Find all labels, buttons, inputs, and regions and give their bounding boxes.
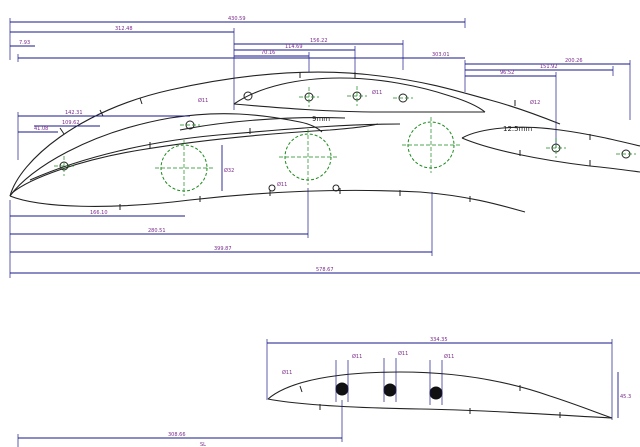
dim-bottom-2: 280.51 xyxy=(148,228,166,234)
slot-note-main: 9mm xyxy=(312,115,330,123)
small-hole-3 xyxy=(243,91,253,101)
dim-bottom-1: 166.10 xyxy=(90,210,108,216)
small-airfoil-hole-label-2: Ø11 xyxy=(398,350,408,357)
top-dimensions: 430.59 312.48 7.93 156.22 114.69 70.16 3… xyxy=(9,16,631,148)
dim-bottom-4: 578.67 xyxy=(316,267,334,273)
small-airfoil-hole-3 xyxy=(429,386,443,400)
dim-top-10: 96.52 xyxy=(500,70,514,76)
small-airfoil-hole-2 xyxy=(383,383,397,397)
small-airfoil-height: 45.3 xyxy=(620,394,631,400)
holes: Ø32 Ø11 Ø11 Ø11 Ø12 xyxy=(54,86,636,196)
small-airfoil-bottom-dim: 308.66 xyxy=(168,432,186,438)
dim-top-9: 151.92 xyxy=(540,64,558,70)
dim-top-2: 312.48 xyxy=(115,26,133,32)
dim-top-4: 156.22 xyxy=(310,38,328,44)
hole-label-h2: Ø32 xyxy=(224,167,234,174)
main-airfoil xyxy=(9,71,640,213)
dim-top-6: 70.16 xyxy=(261,50,275,56)
small-airfoil-hole-1 xyxy=(335,382,349,396)
left-dimensions: 142.31 109.62 41.08 xyxy=(17,110,190,160)
hole-label-h5: Ø12 xyxy=(530,99,540,106)
hole-label-h3: Ø11 xyxy=(372,89,382,96)
hole-label-h1: Ø11 xyxy=(198,97,208,104)
small-airfoil-cut-label: SL xyxy=(200,442,206,447)
slot-note-flap: 12.5mm xyxy=(503,125,532,133)
dim-top-5: 114.69 xyxy=(285,44,303,50)
small-airfoil-hole-label-1: Ø11 xyxy=(352,353,362,360)
small-airfoil-width: 334.35 xyxy=(430,337,448,343)
small-airfoil-hole-label-4: Ø11 xyxy=(282,369,292,376)
small-airfoil: 334.35 45.3 Ø11 Ø11 Ø11 Ø11 308.66 SL xyxy=(17,337,631,447)
dim-left-3: 41.08 xyxy=(34,126,48,132)
small-hole-7 xyxy=(268,184,276,192)
dim-top-3: 7.93 xyxy=(19,40,30,46)
dim-top-8: 200.26 xyxy=(565,58,583,64)
bottom-dimensions: 166.10 280.51 399.87 578.67 xyxy=(9,188,640,278)
dim-left-2: 109.62 xyxy=(62,120,80,126)
dim-bottom-3: 399.87 xyxy=(214,246,232,252)
dim-left-1: 142.31 xyxy=(65,110,83,116)
small-airfoil-hole-label-3: Ø11 xyxy=(444,353,454,360)
dim-top-7: 303.01 xyxy=(432,52,450,58)
hole-label-h4: Ø11 xyxy=(277,181,287,188)
dim-top-1: 430.59 xyxy=(228,16,246,22)
small-hole-8 xyxy=(332,184,340,192)
